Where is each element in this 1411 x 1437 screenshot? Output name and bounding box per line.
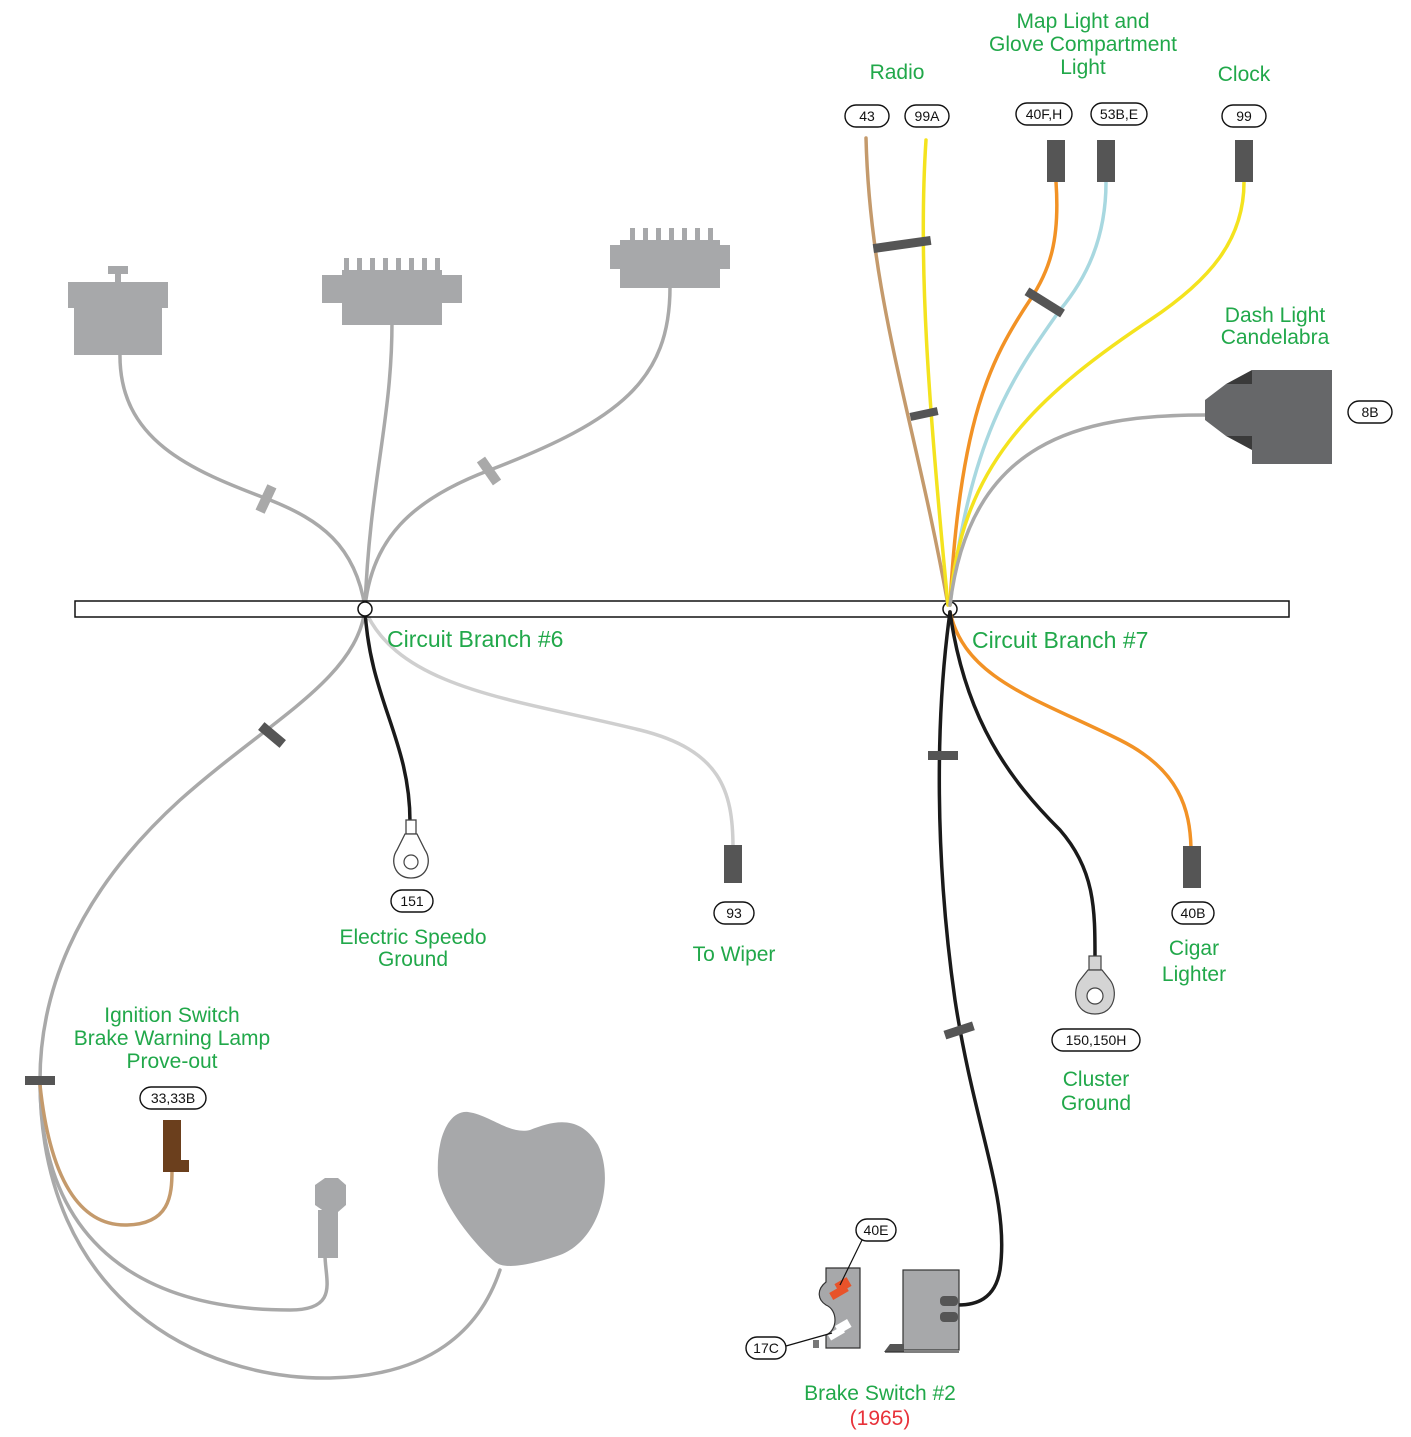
svg-text:151: 151 — [400, 893, 424, 909]
label-clock: Clock — [1218, 63, 1271, 86]
tag-wiper-93: 93 — [713, 901, 755, 925]
tag-radio-99A: 99A — [904, 104, 950, 128]
label-brake-year: (1965) — [850, 1407, 911, 1430]
svg-text:150,150H: 150,150H — [1066, 1032, 1127, 1048]
svg-text:40B: 40B — [1181, 905, 1206, 921]
clock-connector — [1235, 140, 1253, 182]
branch7-lower-wires — [928, 610, 1193, 1307]
brake-switch — [813, 1267, 960, 1353]
label-ignition-1: Ignition Switch — [104, 1004, 239, 1027]
harness-trunk — [74, 600, 1290, 618]
speedo-ground-terminal — [393, 819, 429, 879]
label-ignition-3: Prove-out — [126, 1050, 217, 1073]
bulb-socket — [315, 1178, 346, 1258]
tag-dash-8B: 8B — [1347, 400, 1393, 424]
label-dash-light-2: Candelabra — [1221, 326, 1330, 349]
tag-17C-leader — [785, 1332, 833, 1347]
svg-text:99: 99 — [1236, 108, 1252, 124]
label-circuit-branch-7: Circuit Branch #7 — [972, 627, 1148, 653]
connector-gray-middle — [322, 258, 462, 325]
svg-text:33,33B: 33,33B — [151, 1090, 195, 1106]
connector-gray-left — [68, 266, 168, 355]
label-brake-switch: Brake Switch #2 — [804, 1382, 956, 1405]
tag-40E-leader — [839, 1239, 863, 1286]
label-cluster-1: Cluster — [1063, 1068, 1130, 1091]
tag-radio-43: 43 — [844, 104, 890, 128]
label-circuit-branch-6: Circuit Branch #6 — [387, 626, 563, 652]
branch6-node — [357, 601, 373, 617]
label-ignition-2: Brake Warning Lamp — [74, 1027, 270, 1050]
svg-text:40E: 40E — [864, 1222, 889, 1238]
branch6-upper-wires — [118, 285, 672, 609]
tag-map-40FH: 40F,H — [1015, 102, 1073, 126]
label-speedo-2: Ground — [378, 948, 448, 971]
label-dash-light-1: Dash Light — [1225, 304, 1326, 327]
tag-ignition-33: 33,33B — [139, 1086, 207, 1110]
map-light-connector-b — [1097, 140, 1115, 182]
svg-text:53B,E: 53B,E — [1100, 106, 1138, 122]
label-cigar-1: Cigar — [1169, 937, 1219, 960]
gray-blob-component — [437, 1111, 605, 1266]
label-speedo-1: Electric Speedo — [339, 926, 486, 949]
ignition-connector — [163, 1120, 189, 1172]
label-radio: Radio — [870, 61, 925, 84]
branch6-lower-wires — [25, 608, 735, 1380]
label-map-light-3: Light — [1060, 56, 1106, 79]
tag-map-53BE: 53B,E — [1090, 102, 1148, 126]
tag-cluster-150: 150,150H — [1051, 1028, 1141, 1052]
tag-brake-40E: 40E — [855, 1218, 897, 1242]
branch7-upper-wires — [864, 136, 1246, 607]
label-wiper: To Wiper — [693, 943, 776, 966]
svg-text:99A: 99A — [915, 108, 941, 124]
label-map-light-2: Glove Compartment — [989, 33, 1177, 56]
svg-text:17C: 17C — [753, 1340, 779, 1356]
label-cluster-2: Ground — [1061, 1092, 1131, 1115]
tag-speedo-151: 151 — [390, 889, 434, 913]
connector-gray-right — [610, 228, 730, 288]
label-map-light-1: Map Light and — [1016, 10, 1149, 33]
svg-text:93: 93 — [726, 905, 742, 921]
tag-brake-17C: 17C — [745, 1336, 787, 1360]
svg-text:40F,H: 40F,H — [1026, 106, 1063, 122]
tag-cigar-40B: 40B — [1171, 901, 1215, 925]
label-cigar-2: Lighter — [1162, 963, 1226, 986]
dash-light-connector — [1205, 370, 1332, 464]
svg-text:43: 43 — [859, 108, 875, 124]
svg-text:8B: 8B — [1361, 404, 1378, 420]
wiper-connector — [724, 845, 742, 883]
map-light-connector-a — [1047, 140, 1065, 182]
cigar-lighter-connector — [1183, 846, 1201, 888]
cluster-ground-terminal — [1075, 955, 1115, 1015]
tag-clock-99: 99 — [1221, 104, 1267, 128]
